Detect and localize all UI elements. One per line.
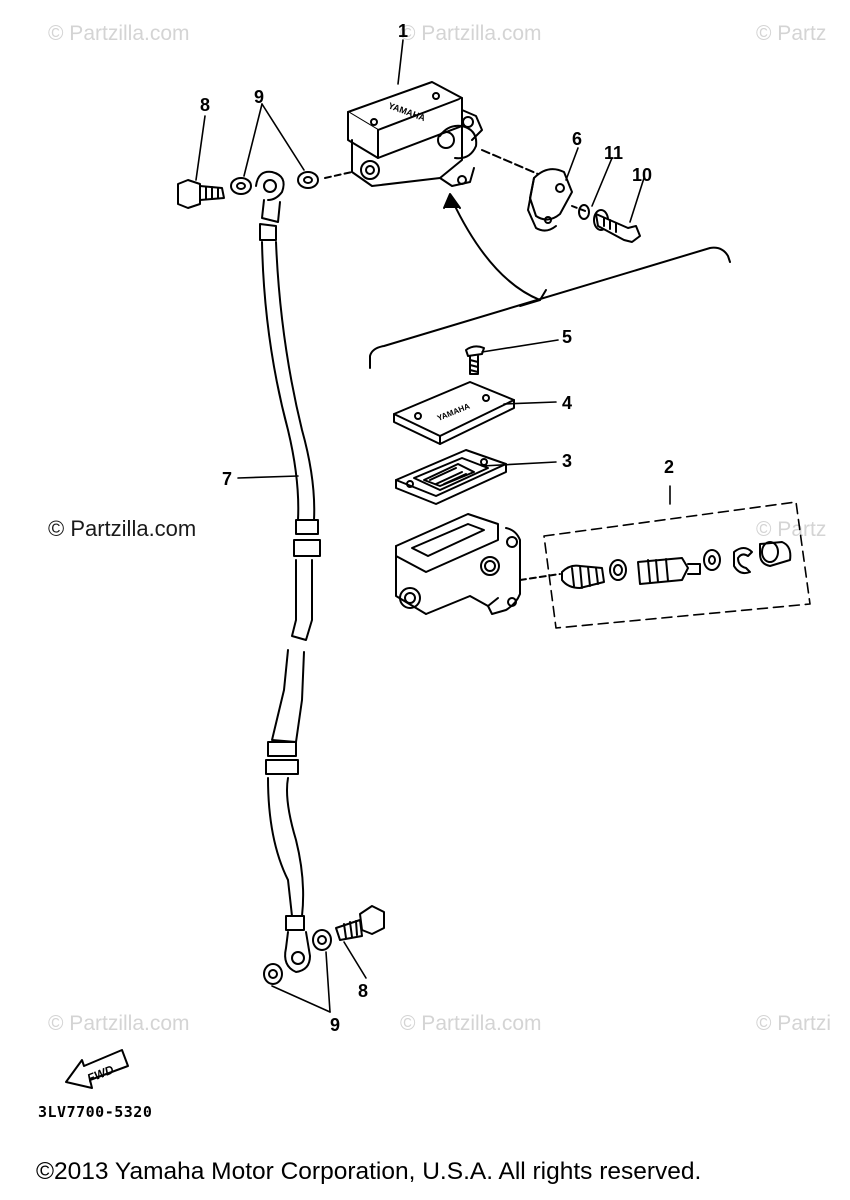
callout-7: 7 <box>222 469 233 489</box>
copyright-notice: ©2013 Yamaha Motor Corporation, U.S.A. A… <box>36 1158 702 1185</box>
callout-1: 1 <box>398 21 409 41</box>
callout-10: 10 <box>632 165 653 185</box>
union-bolt-bottom <box>335 905 385 941</box>
watermark: © Partz <box>756 518 827 541</box>
master-cylinder-assembly: YAMAHA <box>324 81 539 187</box>
callout-2: 2 <box>664 457 675 477</box>
callout-6: 6 <box>572 129 583 149</box>
watermark: © Partzi <box>756 1012 831 1035</box>
watermark: © Partzilla.com <box>400 22 542 45</box>
watermark: © Partzilla.com <box>48 1012 190 1035</box>
callout-8-top: 8 <box>200 95 211 115</box>
watermark: © Partzilla.com <box>48 516 197 541</box>
diagram-code: 3LV7700-5320 <box>38 1103 153 1121</box>
union-bolt-top <box>177 179 225 209</box>
watermark: © Partzilla.com <box>48 22 190 45</box>
fwd-arrow <box>65 1049 129 1089</box>
holder-clamp <box>527 168 589 232</box>
callout-5: 5 <box>562 327 573 347</box>
callout-9-top: 9 <box>254 87 265 107</box>
piston-kit <box>561 541 792 589</box>
callout-11: 11 <box>604 143 624 163</box>
brake-hose <box>259 223 321 931</box>
watermark: © Partz <box>756 22 827 45</box>
callout-4: 4 <box>562 393 573 413</box>
washer-and-bolt <box>578 204 641 243</box>
callout-9-bottom: 9 <box>330 1015 341 1035</box>
callout-8-bottom: 8 <box>358 981 369 1001</box>
callout-3: 3 <box>562 451 573 471</box>
watermark: © Partzilla.com <box>400 1012 542 1035</box>
